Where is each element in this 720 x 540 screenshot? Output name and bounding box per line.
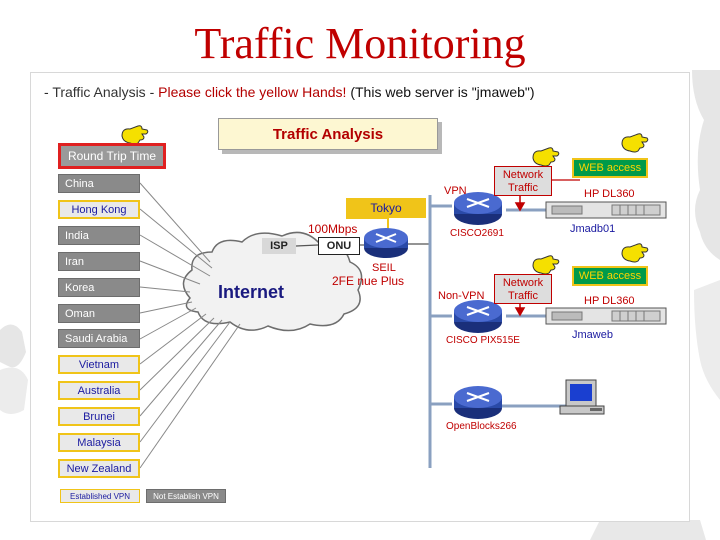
country-button[interactable]: New Zealand bbox=[58, 459, 140, 478]
country-button[interactable]: Hong Kong bbox=[58, 200, 140, 219]
header-prefix: - bbox=[44, 84, 53, 100]
isp-label: ISP bbox=[262, 238, 296, 254]
bandwidth-label: 100Mbps bbox=[308, 222, 358, 236]
network-traffic-line2: Traffic bbox=[508, 182, 538, 194]
router-cisco2691 bbox=[454, 192, 502, 225]
slide-title: Traffic Monitoring bbox=[194, 19, 526, 68]
vpn-label: VPN bbox=[444, 185, 467, 197]
hand-pointer-icon[interactable] bbox=[531, 146, 561, 168]
country-button[interactable]: Korea bbox=[58, 278, 140, 297]
hand-pointer-icon[interactable] bbox=[620, 132, 650, 154]
internet-cloud bbox=[182, 231, 363, 332]
network-traffic-line1: Network bbox=[502, 169, 544, 181]
legend-established-vpn: Established VPN bbox=[60, 489, 140, 503]
round-trip-time-button[interactable]: Round Trip Time bbox=[58, 143, 166, 169]
country-button[interactable]: Malaysia bbox=[58, 433, 140, 452]
header-note: (This web server is "jmaweb") bbox=[346, 84, 535, 100]
router-pix515e bbox=[454, 300, 502, 333]
router-openblocks bbox=[454, 386, 502, 419]
web-access-button-jmaweb[interactable]: WEB access bbox=[572, 266, 648, 286]
server-jmadb01 bbox=[545, 201, 667, 219]
country-button[interactable]: Vietnam bbox=[58, 355, 140, 374]
hand-pointer-icon[interactable] bbox=[620, 242, 650, 264]
network-traffic-line1: Network bbox=[502, 277, 544, 289]
workstation-icon bbox=[559, 379, 605, 415]
legend-not-established-vpn: Not Establish VPN bbox=[146, 489, 226, 503]
server-jmaweb bbox=[545, 307, 667, 325]
router-pix515e-label: CISCO PIX515E bbox=[446, 335, 520, 346]
country-button[interactable]: Saudi Arabia bbox=[58, 329, 140, 348]
server-jmaweb-label: Jmaweb bbox=[572, 329, 613, 341]
internet-label: Internet bbox=[218, 282, 285, 302]
onu-label: ONU bbox=[318, 237, 360, 255]
router-cisco2691-label: CISCO2691 bbox=[450, 228, 504, 239]
network-traffic-line2: Traffic bbox=[508, 290, 538, 302]
network-traffic-button-nonvpn[interactable]: Network Traffic bbox=[494, 274, 552, 304]
country-links bbox=[139, 182, 241, 469]
hand-pointer-icon[interactable] bbox=[531, 254, 561, 276]
router-openblocks-label: OpenBlocks266 bbox=[446, 421, 517, 432]
seil-model-label: 2FE nue Plus bbox=[332, 274, 405, 288]
web-access-button-jmadb01[interactable]: WEB access bbox=[572, 158, 648, 178]
router-seil bbox=[364, 228, 408, 258]
network-traffic-button-vpn[interactable]: Network Traffic bbox=[494, 166, 552, 196]
traffic-analysis-box: Traffic Analysis bbox=[218, 118, 438, 150]
header-instruction: Please click the yellow Hands! bbox=[158, 84, 347, 100]
server-model-label: HP DL360 bbox=[584, 295, 635, 307]
country-button[interactable]: Oman bbox=[58, 304, 140, 323]
seil-label: SEIL bbox=[372, 262, 396, 274]
country-button[interactable]: India bbox=[58, 226, 140, 245]
server-jmadb01-label: Jmadb01 bbox=[570, 223, 616, 235]
page-header: - Traffic Analysis - Please click the ye… bbox=[44, 84, 535, 100]
server-model-label: HP DL360 bbox=[584, 188, 635, 200]
country-button[interactable]: Brunei bbox=[58, 407, 140, 426]
country-button[interactable]: Australia bbox=[58, 381, 140, 400]
header-dash: - bbox=[145, 84, 159, 100]
country-button[interactable]: Iran bbox=[58, 252, 140, 271]
header-section: Traffic Analysis bbox=[52, 84, 146, 100]
country-button[interactable]: China bbox=[58, 174, 140, 193]
tokyo-button[interactable]: Tokyo bbox=[346, 198, 426, 218]
non-vpn-label: Non-VPN bbox=[438, 290, 485, 302]
